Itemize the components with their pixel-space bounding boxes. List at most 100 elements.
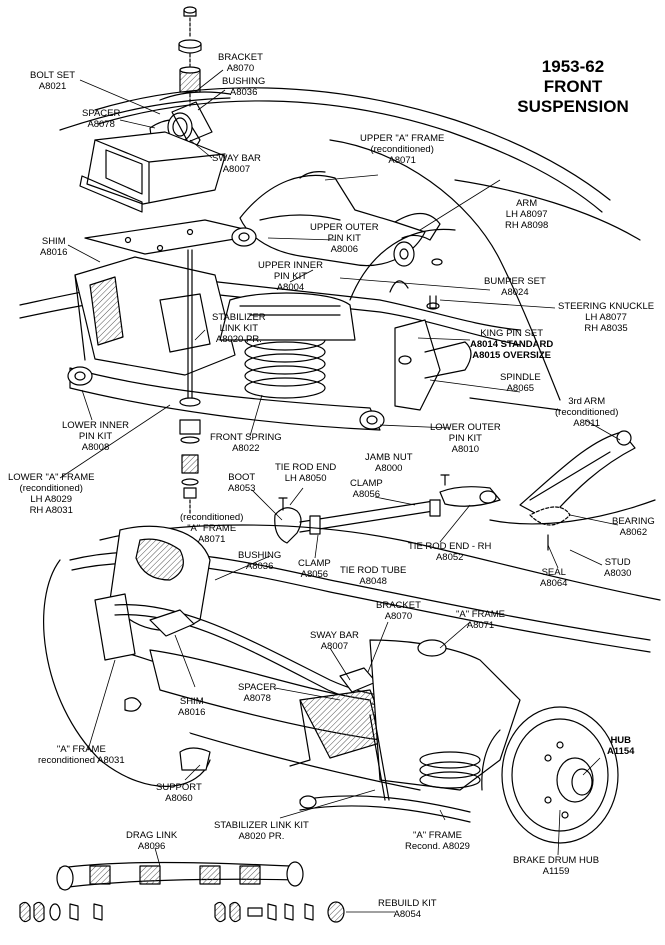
lower-a-frame-right	[299, 639, 521, 823]
callout-lower-outer-pin: LOWER OUTER PIN KIT A8010	[430, 422, 501, 455]
callout-part: A8020 PR.	[238, 831, 285, 842]
callout-name: SWAY BAR	[212, 153, 261, 164]
callout-rh: RH A8035	[584, 323, 628, 334]
callout-part: A8007	[320, 641, 349, 652]
callout-name: BRACKET	[376, 600, 421, 611]
callout-part: A8078	[87, 119, 115, 130]
callout-brake-drum-hub: BRAKE DRUM HUB A1159	[513, 855, 599, 877]
callout-part: A8062	[619, 527, 648, 538]
callout-sway-bar-mid: SWAY BAR A8007	[310, 630, 359, 652]
callout-shim-mid: SHIM A8016	[178, 696, 205, 718]
callout-part: A8054	[393, 909, 422, 920]
callout-boot: BOOT A8053	[228, 472, 255, 494]
callout-name: BRAKE DRUM HUB	[513, 855, 600, 866]
callout-name: SEAL	[541, 567, 566, 578]
callout-steering-knuckle: STEERING KNUCKLE LH A8077 RH A8035	[558, 301, 654, 334]
lower-crossmember	[149, 649, 391, 771]
callout-jamb-nut: JAMB NUT A8000	[365, 452, 413, 474]
callout-part: A8036	[245, 561, 274, 572]
callout-lh: LH A8029	[30, 494, 73, 505]
callout-part: A8016	[40, 247, 68, 258]
callout-arm: ARM LH A8097 RH A8098	[505, 198, 548, 231]
callout-name: SWAY BAR	[310, 630, 359, 641]
callout-third-arm: 3rd ARM (reconditioned) A8011	[555, 396, 618, 429]
callout-part: A1154	[607, 746, 635, 757]
callout-support: SUPPORT A8060	[156, 782, 202, 804]
callout-name: "A" FRAME	[413, 830, 462, 841]
fender-lines	[329, 139, 641, 411]
callout-part: A8024	[501, 287, 529, 298]
callout-hub: HUB A1154	[607, 735, 634, 757]
callout-name: REBUILD KIT	[378, 898, 437, 909]
callout-part: A8011	[573, 418, 601, 429]
callout-shim-top: SHIM A8016	[40, 236, 67, 258]
third-arm	[489, 430, 656, 551]
lower-a-frame-top	[67, 366, 385, 431]
callout-front-spring: FRONT SPRING A8022	[210, 432, 282, 454]
rebuild-kit-parts	[19, 901, 345, 923]
right-brake-drum	[481, 706, 619, 844]
tie-rod-assembly	[274, 474, 501, 544]
callout-rh: RH A8031	[29, 505, 73, 516]
callout-name: FRONT SPRING	[210, 432, 282, 443]
callout-sub: reconditioned A8031	[38, 755, 125, 766]
callout-part: A8000	[375, 463, 403, 474]
callout-seal: SEAL A8064	[540, 567, 567, 589]
callout-name: BEARING	[612, 516, 655, 527]
title-line-3: SUSPENSION	[517, 97, 629, 116]
callout-name: PIN KIT	[78, 431, 113, 442]
callout-part: A8008	[81, 442, 110, 453]
diagram-title: 1953-62 FRONT SUSPENSION	[498, 57, 648, 117]
title-line-1: 1953-62	[541, 57, 605, 76]
callout-part: A1159	[542, 866, 570, 877]
callout-stud: STUD A8030	[604, 557, 631, 579]
callout-name: LINK KIT	[219, 323, 259, 334]
callout-part: A8036	[229, 87, 258, 98]
callout-spindle: SPINDLE A8065	[500, 372, 541, 394]
callout-name: LOWER INNER	[62, 420, 130, 431]
callout-name: CLAMP	[298, 558, 331, 569]
callout-over: A8015 OVERSIZE	[472, 350, 551, 361]
callout-part: A8078	[243, 693, 271, 704]
callout-bracket-top: BRACKET A8070	[218, 52, 263, 74]
callout-part: A8060	[165, 793, 193, 804]
callout-bumper-set: BUMPER SET A8024	[484, 276, 546, 298]
callout-std: A8014 STANDARD	[470, 339, 554, 350]
callout-name: TIE ROD TUBE	[340, 565, 407, 576]
callout-part: A8071	[197, 534, 226, 545]
callout-name: TIE ROD END	[275, 462, 337, 473]
callout-name: HUB	[610, 735, 632, 746]
callout-name: SPACER	[238, 682, 277, 693]
callout-clamp-top: CLAMP A8056	[350, 478, 383, 500]
callout-sub: Recond. A8029	[405, 841, 470, 852]
callout-spacer-top: SPACER A8078	[82, 108, 120, 130]
callout-sub: (reconditioned)	[370, 144, 434, 155]
callout-part: A8071	[388, 155, 416, 166]
callout-part: A8071	[466, 620, 495, 631]
callout-rh: RH A8098	[505, 220, 549, 231]
callout-name: ARM	[516, 198, 538, 209]
callout-name: JAMB NUT	[365, 452, 413, 463]
callout-part: A8052	[435, 552, 464, 563]
callout-part: A8064	[540, 578, 568, 589]
callout-spacer-mid: SPACER A8078	[238, 682, 276, 704]
callout-name: DRAG LINK	[126, 830, 178, 841]
callout-name: SUPPORT	[156, 782, 202, 793]
callout-sub: (reconditioned)	[180, 512, 244, 523]
callout-name: "A" FRAME	[187, 523, 237, 534]
callout-name: "A" FRAME	[56, 744, 106, 755]
callout-bracket-mid: BRACKET A8070	[376, 600, 421, 622]
callout-name: PIN KIT	[448, 433, 482, 444]
title-line-2: FRONT	[543, 77, 603, 96]
callout-name: UPPER "A" FRAME	[360, 133, 445, 144]
callout-name: LOWER "A" FRAME	[8, 472, 95, 483]
callout-part: A8096	[137, 841, 166, 852]
callout-name: BOLT SET	[30, 70, 76, 81]
callout-lh: LH A8077	[585, 312, 627, 323]
upper-a-frame	[231, 171, 441, 267]
callout-name: "A" FRAME	[456, 609, 505, 620]
callout-part: A8056	[352, 489, 381, 500]
callout-stab-link-top: STABILIZER LINK KIT A8020 PR.	[212, 312, 266, 345]
callout-name: BUSHING	[238, 550, 282, 561]
